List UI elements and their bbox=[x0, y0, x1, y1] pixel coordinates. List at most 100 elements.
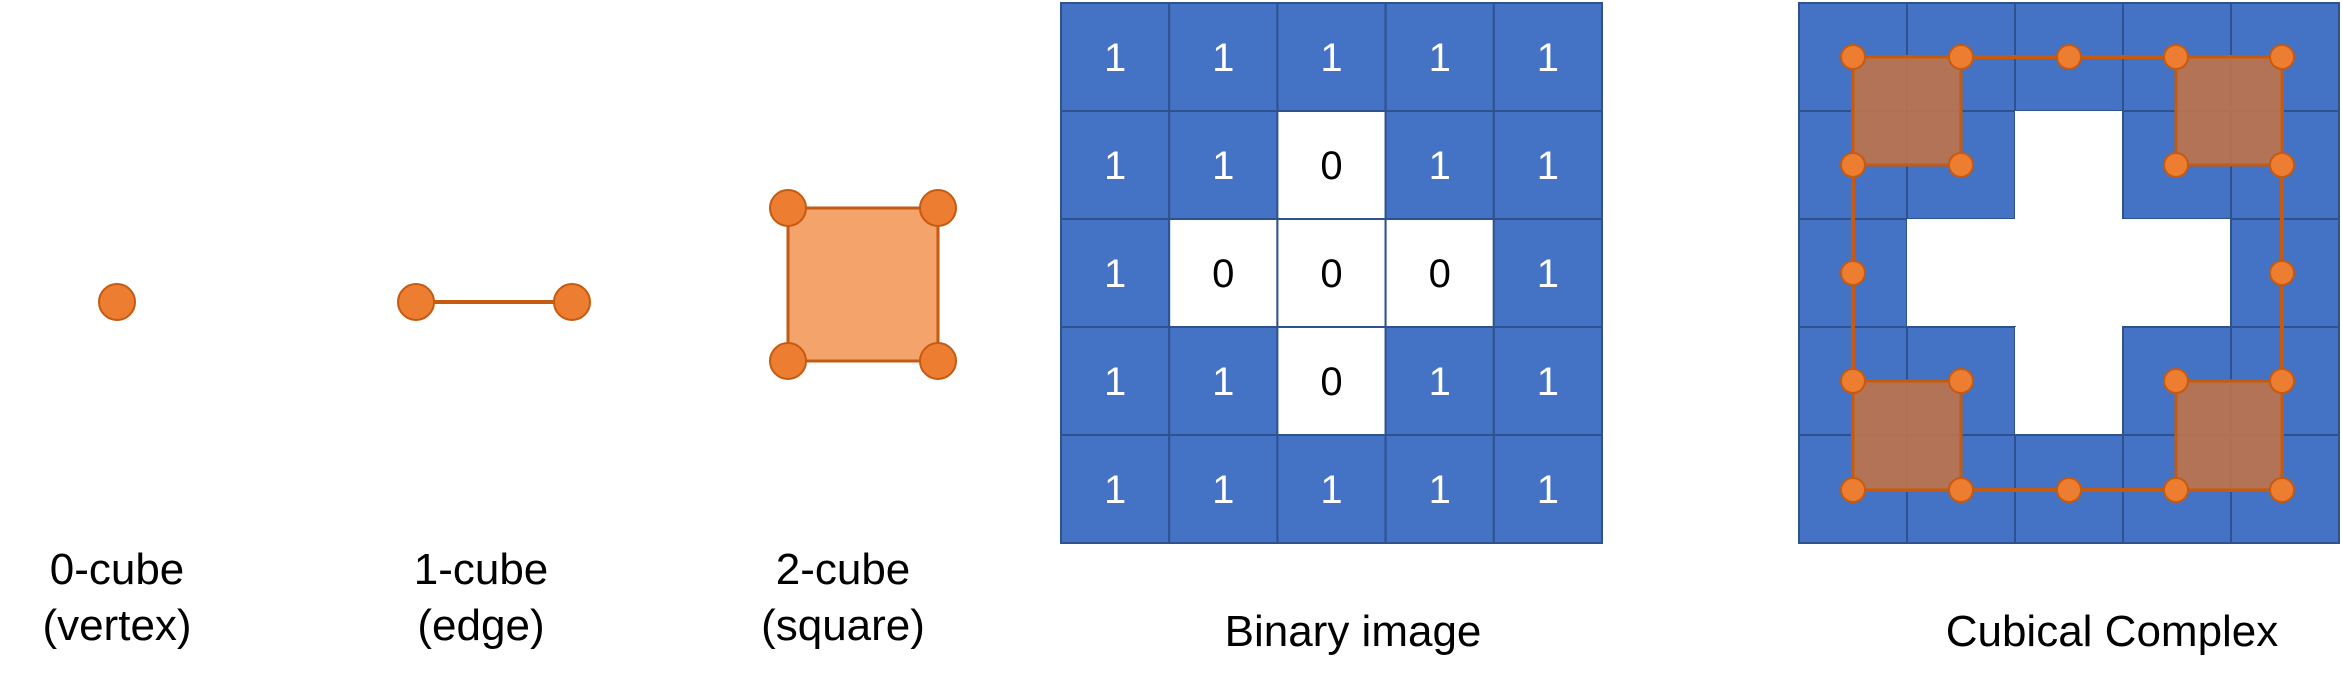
vertex bbox=[98, 283, 136, 321]
caption-cubical-complex: Cubical Complex bbox=[1882, 604, 2342, 660]
pixel-cell: 0 bbox=[1276, 218, 1387, 328]
pixel-cell: 1 bbox=[1168, 326, 1279, 436]
pixel-cell: 1 bbox=[1060, 2, 1171, 112]
pixel-cell-bg bbox=[1492, 218, 1604, 328]
complex-pixel-cell bbox=[2230, 218, 2340, 328]
pixel-value: 0 bbox=[1429, 252, 1451, 296]
pixel-value: 1 bbox=[1429, 360, 1451, 404]
vertex bbox=[553, 283, 591, 321]
pixel-cell-bg bbox=[1276, 326, 1387, 436]
complex-vertex bbox=[1840, 152, 1866, 178]
caption-binary-image: Binary image bbox=[1133, 604, 1573, 660]
pixel-cell: 1 bbox=[1060, 218, 1171, 328]
caption-one-cube: 1-cube (edge) bbox=[381, 542, 581, 654]
pixel-cell-bg bbox=[1276, 218, 1387, 328]
pixel-cell: 1 bbox=[1168, 110, 1279, 220]
complex-vertex bbox=[1840, 44, 1866, 70]
complex-pixel-cell bbox=[1907, 219, 2015, 327]
pixel-value: 1 bbox=[1537, 252, 1559, 296]
caption-binary-image-text: Binary image bbox=[1224, 607, 1482, 656]
complex-vertices bbox=[1840, 44, 2295, 503]
pixel-cell-bg bbox=[1384, 326, 1495, 436]
pixel-value: 1 bbox=[1429, 144, 1451, 188]
complex-pixel-cell bbox=[2015, 327, 2123, 435]
complex-vertex bbox=[2269, 152, 2295, 178]
pixel-value: 1 bbox=[1537, 36, 1559, 80]
complex-vertex bbox=[2269, 44, 2295, 70]
caption-zero-cube-line1: 0-cube bbox=[49, 545, 185, 594]
pixel-cell: 0 bbox=[1276, 110, 1387, 220]
pixel-value: 1 bbox=[1212, 468, 1234, 512]
pixel-value: 1 bbox=[1104, 144, 1126, 188]
complex-vertex bbox=[2056, 477, 2082, 503]
pixel-cell-bg bbox=[1492, 434, 1604, 544]
pixel-value: 1 bbox=[1212, 36, 1234, 80]
pixel-cell-bg bbox=[1384, 218, 1495, 328]
complex-pixel-cell bbox=[2123, 219, 2231, 327]
pixel-value: 1 bbox=[1104, 36, 1126, 80]
pixel-value: 0 bbox=[1320, 252, 1342, 296]
complex-square bbox=[1851, 379, 1963, 492]
pixel-cell: 1 bbox=[1492, 110, 1604, 220]
caption-two-cube-line2: (square) bbox=[761, 601, 925, 650]
complex-pixel-cell bbox=[2015, 111, 2123, 219]
complex-pixel-cell bbox=[2015, 219, 2123, 327]
pixel-cell: 1 bbox=[1492, 326, 1604, 436]
pixel-cell-bg bbox=[1060, 110, 1171, 220]
pixel-cell-bg bbox=[1492, 110, 1604, 220]
complex-vertex bbox=[2269, 368, 2295, 394]
complex-vertex bbox=[1948, 477, 1974, 503]
pixel-value: 1 bbox=[1104, 252, 1126, 296]
square-face bbox=[786, 206, 940, 363]
pixel-cell: 1 bbox=[1492, 434, 1604, 544]
complex-vertex bbox=[2163, 152, 2189, 178]
pixel-cell: 1 bbox=[1060, 110, 1171, 220]
complex-vertex bbox=[1840, 477, 1866, 503]
pixel-cell: 1 bbox=[1492, 2, 1604, 112]
complex-vertex bbox=[2163, 477, 2189, 503]
caption-zero-cube: 0-cube (vertex) bbox=[17, 542, 217, 654]
pixel-value: 0 bbox=[1212, 252, 1234, 296]
caption-two-cube: 2-cube (square) bbox=[733, 542, 953, 654]
pixel-cell: 1 bbox=[1384, 110, 1495, 220]
pixel-value: 1 bbox=[1212, 144, 1234, 188]
pixel-value: 0 bbox=[1320, 144, 1342, 188]
complex-square bbox=[1851, 55, 1963, 167]
complex-vertex bbox=[2163, 44, 2189, 70]
zero-cube bbox=[98, 283, 136, 321]
pixel-value: 1 bbox=[1537, 360, 1559, 404]
vertex bbox=[769, 189, 807, 227]
pixel-cell: 1 bbox=[1492, 218, 1604, 328]
pixel-cell: 1 bbox=[1384, 326, 1495, 436]
pixel-cell-bg bbox=[1060, 434, 1171, 544]
vertex bbox=[919, 342, 957, 380]
pixel-value: 1 bbox=[1320, 468, 1342, 512]
complex-vertex bbox=[2269, 260, 2295, 286]
pixel-cell: 1 bbox=[1168, 434, 1279, 544]
pixel-value: 1 bbox=[1537, 144, 1559, 188]
vertex bbox=[919, 189, 957, 227]
pixel-value: 1 bbox=[1104, 360, 1126, 404]
pixel-value: 1 bbox=[1104, 468, 1126, 512]
complex-vertex bbox=[1840, 260, 1866, 286]
complex-vertex bbox=[2163, 368, 2189, 394]
pixel-cell: 1 bbox=[1276, 434, 1387, 544]
complex-vertex bbox=[1948, 368, 1974, 394]
two-cube bbox=[769, 189, 957, 380]
pixel-cell: 0 bbox=[1276, 326, 1387, 436]
complex-vertex bbox=[2056, 44, 2082, 70]
complex-vertex bbox=[2269, 477, 2295, 503]
complex-vertex bbox=[1948, 152, 1974, 178]
pixel-cell-bg bbox=[1384, 434, 1495, 544]
pixel-value: 1 bbox=[1537, 468, 1559, 512]
pixel-cell: 1 bbox=[1276, 2, 1387, 112]
complex-square bbox=[2174, 55, 2284, 167]
cubical-complex bbox=[1798, 2, 2340, 544]
complex-vertex bbox=[1948, 44, 1974, 70]
pixel-cell: 1 bbox=[1384, 434, 1495, 544]
pixel-cell: 1 bbox=[1168, 2, 1279, 112]
pixel-value: 1 bbox=[1320, 36, 1342, 80]
pixel-cell-bg bbox=[1492, 2, 1604, 112]
complex-square bbox=[2174, 379, 2284, 492]
pixel-cell: 0 bbox=[1168, 218, 1279, 328]
